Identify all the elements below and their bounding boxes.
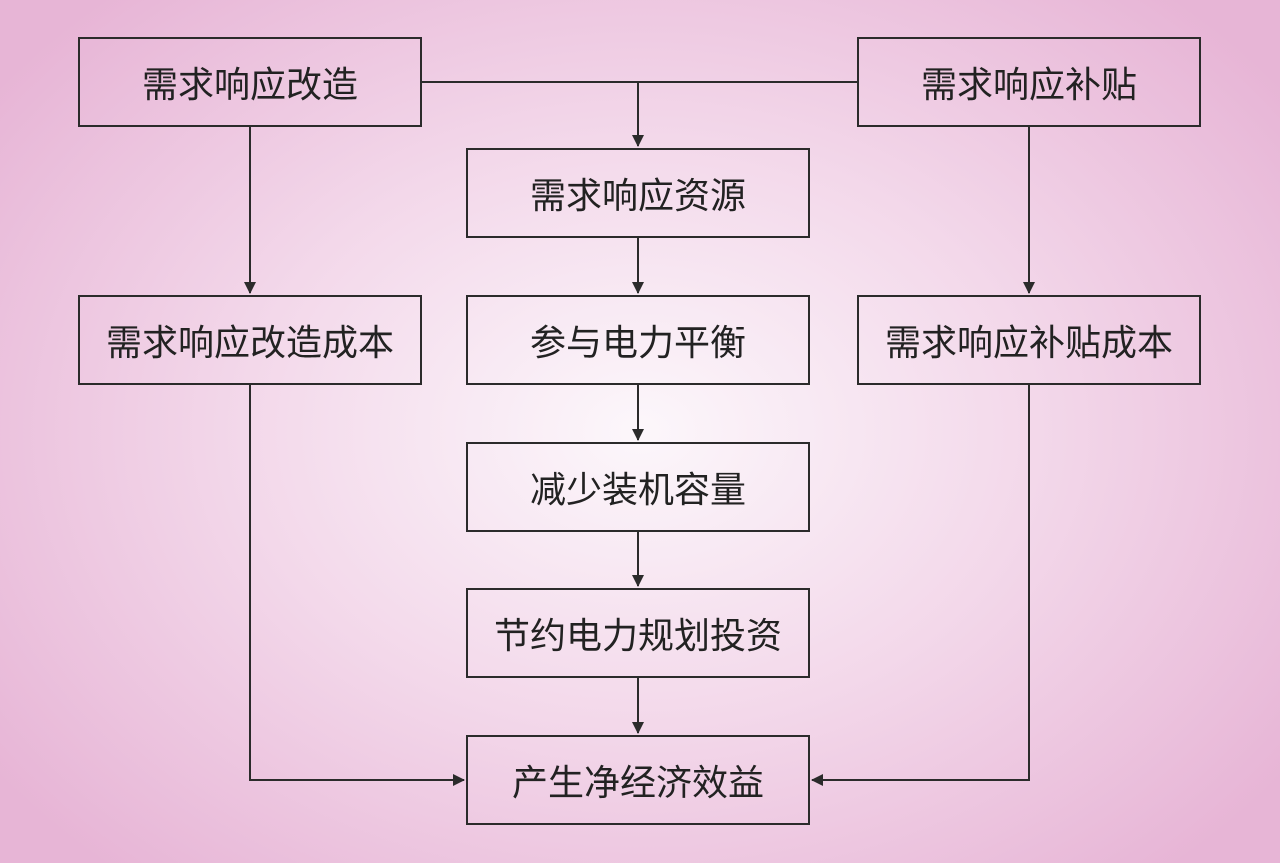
node-subsidy-cost: 需求响应补贴成本 [857,295,1201,385]
node-dr-subsidy: 需求响应补贴 [857,37,1201,127]
node-dr-retrofit: 需求响应改造 [78,37,422,127]
node-net-benefit: 产生净经济效益 [466,735,810,825]
node-power-balance: 参与电力平衡 [466,295,810,385]
node-save-investment: 节约电力规划投资 [466,588,810,678]
edge-subsidy-cost-to-benefit [811,385,1030,786]
node-dr-resource: 需求响应资源 [466,148,810,238]
edge-retrofit-cost-to-benefit [249,385,465,786]
node-reduce-capacity: 减少装机容量 [466,442,810,532]
node-retrofit-cost: 需求响应改造成本 [78,295,422,385]
